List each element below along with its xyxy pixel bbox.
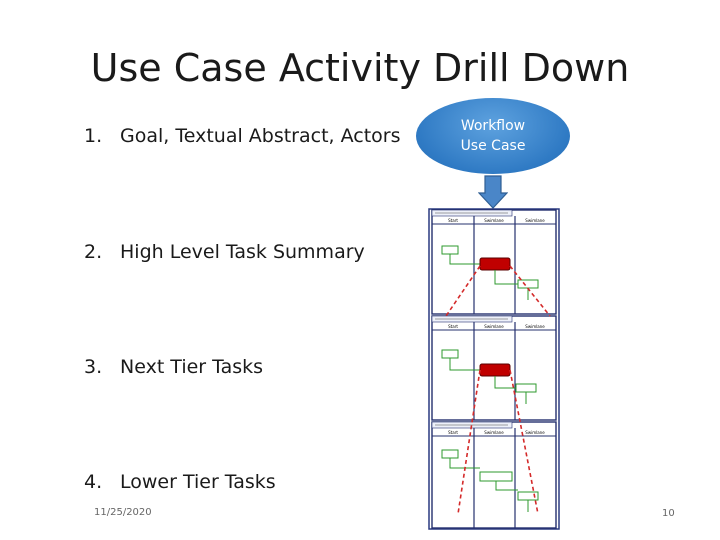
list-item-number: 4. bbox=[84, 471, 103, 493]
activity-diagram: Start Swimlane Swimlane Start Swimlane S… bbox=[428, 208, 560, 530]
list-item-number: 2. bbox=[84, 241, 103, 263]
list-item-next-tier: 3. Next Tier Tasks bbox=[84, 355, 263, 379]
panel-header: Swimlane bbox=[484, 324, 504, 329]
panel-header: Swimlane bbox=[484, 218, 504, 223]
footer-date: 11/25/2020 bbox=[94, 507, 152, 518]
list-item-text: Next Tier Tasks bbox=[120, 356, 264, 378]
list-item-number: 1. bbox=[84, 125, 103, 147]
slide-title: Use Case Activity Drill Down bbox=[90, 46, 630, 90]
panel-header: Start bbox=[448, 430, 458, 435]
diagram-panel-1: Start Swimlane Swimlane bbox=[431, 209, 557, 315]
list-item-text: Lower Tier Tasks bbox=[120, 471, 276, 493]
panel-header: Swimlane bbox=[484, 430, 504, 435]
oval-line-2: Use Case bbox=[460, 138, 526, 154]
list-item-goal: 1. Goal, Textual Abstract, Actors bbox=[84, 124, 401, 148]
list-item-number: 3. bbox=[84, 356, 103, 378]
diagram-panel-2: Start Swimlane Swimlane bbox=[431, 315, 557, 421]
panel-header: Start bbox=[448, 324, 458, 329]
panel-header: Start bbox=[448, 218, 458, 223]
slide-number: 10 bbox=[662, 508, 675, 519]
drill-down-lines bbox=[445, 265, 551, 515]
panel-header: Swimlane bbox=[525, 324, 545, 329]
down-arrow-icon bbox=[478, 175, 508, 209]
list-item-high-level: 2. High Level Task Summary bbox=[84, 240, 365, 264]
diagram-panel-3: Start Swimlane Swimlane bbox=[431, 421, 557, 529]
panel-header: Swimlane bbox=[525, 430, 545, 435]
oval-line-1: Workflow bbox=[460, 118, 526, 134]
list-item-text: Goal, Textual Abstract, Actors bbox=[120, 125, 401, 147]
workflow-use-case-oval: Workflow Use Case bbox=[416, 98, 570, 174]
panel-header: Swimlane bbox=[525, 218, 545, 223]
list-item-lower-tier: 4. Lower Tier Tasks bbox=[84, 470, 276, 494]
list-item-text: High Level Task Summary bbox=[120, 241, 365, 263]
